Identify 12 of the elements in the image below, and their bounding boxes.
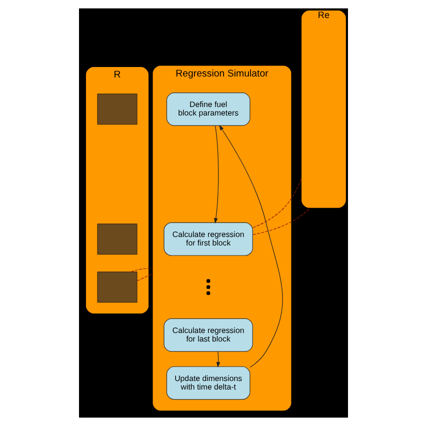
node-box <box>96 272 137 303</box>
cluster: R <box>85 66 148 314</box>
connector <box>252 207 310 235</box>
connector <box>252 178 302 228</box>
connector <box>136 273 153 282</box>
connector <box>130 268 153 272</box>
arrow <box>216 351 220 368</box>
node-box <box>96 224 137 255</box>
arrow <box>214 126 218 224</box>
node-box <box>96 94 137 125</box>
node-box: Re <box>301 10 346 208</box>
arrow <box>218 124 282 368</box>
